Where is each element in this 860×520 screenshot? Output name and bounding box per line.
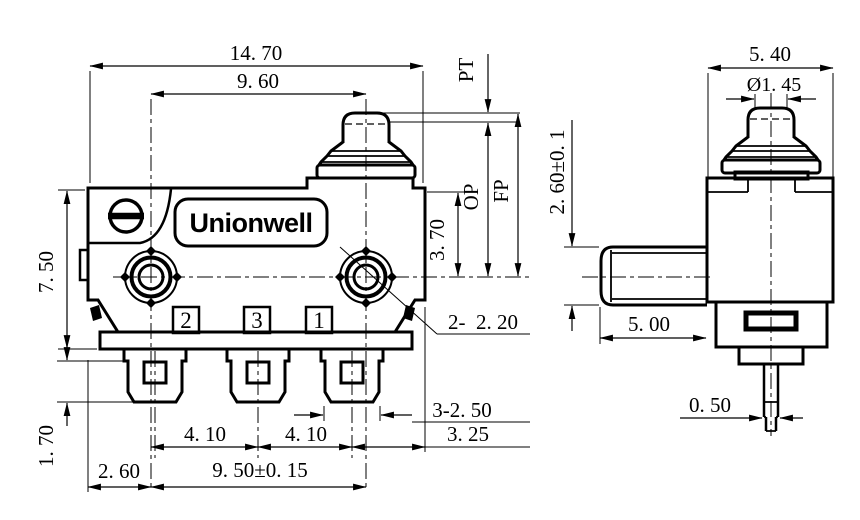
front-terminals: 2 3 1 (122, 305, 385, 404)
dim-label: FP (489, 179, 513, 202)
front-left-tab (78, 248, 90, 282)
dim-boss-diameter: 2. 60±0. 1 (545, 120, 599, 331)
dim-cl-to-edge: 3. 25 (351, 307, 530, 452)
dim-label: 3. 25 (447, 422, 489, 446)
logo-text: Unionwell (190, 208, 313, 238)
dim-label: 9. 50±0. 15 (212, 458, 308, 482)
terminal-number-badges: 2 3 1 (171, 305, 334, 335)
side-body (599, 170, 835, 432)
front-body-outline (86, 176, 427, 334)
note-label: 3-2. 50 (432, 398, 492, 422)
dim-op-height: 3. 70 (425, 191, 464, 277)
terminal-1 (122, 349, 188, 404)
front-view: Unionwell 2 3 (34, 41, 532, 492)
dim-label: PT (454, 58, 478, 83)
dim-op: OP (459, 122, 492, 277)
dim-total-width: 14. 70 (89, 41, 424, 183)
side-boss (599, 245, 707, 307)
dim-plunger-offset: 9. 60 (150, 69, 367, 98)
dim-label: 3. 70 (425, 219, 449, 261)
terminal-3 (319, 349, 385, 404)
dim-label: 2. 60±0. 1 (545, 129, 569, 214)
side-terminal-pin (762, 364, 780, 432)
terminal-label: 2 (180, 308, 192, 333)
dim-label: 4. 10 (184, 422, 226, 446)
dim-label: 0. 50 (689, 393, 731, 417)
front-right-ear (403, 305, 415, 321)
side-step-block (737, 345, 805, 366)
dim-terminal-length: 1. 70 (34, 338, 134, 467)
brand-logo: Unionwell (173, 197, 329, 248)
dim-side-width: 5. 40 (707, 42, 834, 177)
dim-label: 1. 70 (34, 425, 58, 467)
dim-label: 5. 40 (749, 42, 791, 66)
dim-label: 9. 60 (237, 69, 279, 93)
dim-label: 14. 70 (230, 41, 283, 65)
terminal-label: 1 (313, 308, 325, 333)
dim-label: 7. 50 (34, 251, 58, 293)
dim-label: Ø1. 45 (747, 74, 801, 96)
dim-label: 2. 60 (98, 459, 140, 483)
front-left-ear (90, 305, 102, 321)
dim-label: 4. 10 (285, 422, 327, 446)
terminal-2 (225, 349, 291, 404)
dim-terminal-pitch: 4. 10 4. 10 (150, 422, 353, 451)
dim-boss-length: 5. 00 (599, 307, 707, 344)
dim-edge-to-hole: 2. 60 (87, 360, 152, 492)
dim-pt: PT (454, 54, 492, 113)
front-body (78, 176, 427, 351)
mounting-hole-right (335, 246, 397, 308)
front-corner-arc (88, 188, 173, 245)
dim-fp: FP (489, 113, 522, 277)
side-view: 5. 40 Ø1. 45 2. 60±0. 1 5. 00 0. 50 (545, 42, 835, 436)
dim-pin-width: 0. 50 (680, 393, 803, 422)
logo-box (173, 197, 329, 248)
dim-label: OP (459, 184, 483, 211)
terminal-label: 3 (251, 308, 263, 333)
dim-label: 5. 00 (628, 312, 670, 336)
dim-hole-span: 9. 50±0. 15 (150, 458, 367, 491)
mounting-hole-left (120, 246, 182, 308)
travel-reference-lines (382, 112, 520, 123)
note-label: 2- 2. 20 (448, 310, 518, 334)
dim-plunger-diameter: Ø1. 45 (726, 74, 816, 108)
dim-body-height: 7. 50 (34, 189, 97, 350)
note-hole-diameter: 2- 2. 20 (339, 246, 530, 335)
note-terminal-width: 3-2. 50 (294, 398, 530, 423)
side-slot (743, 310, 799, 332)
